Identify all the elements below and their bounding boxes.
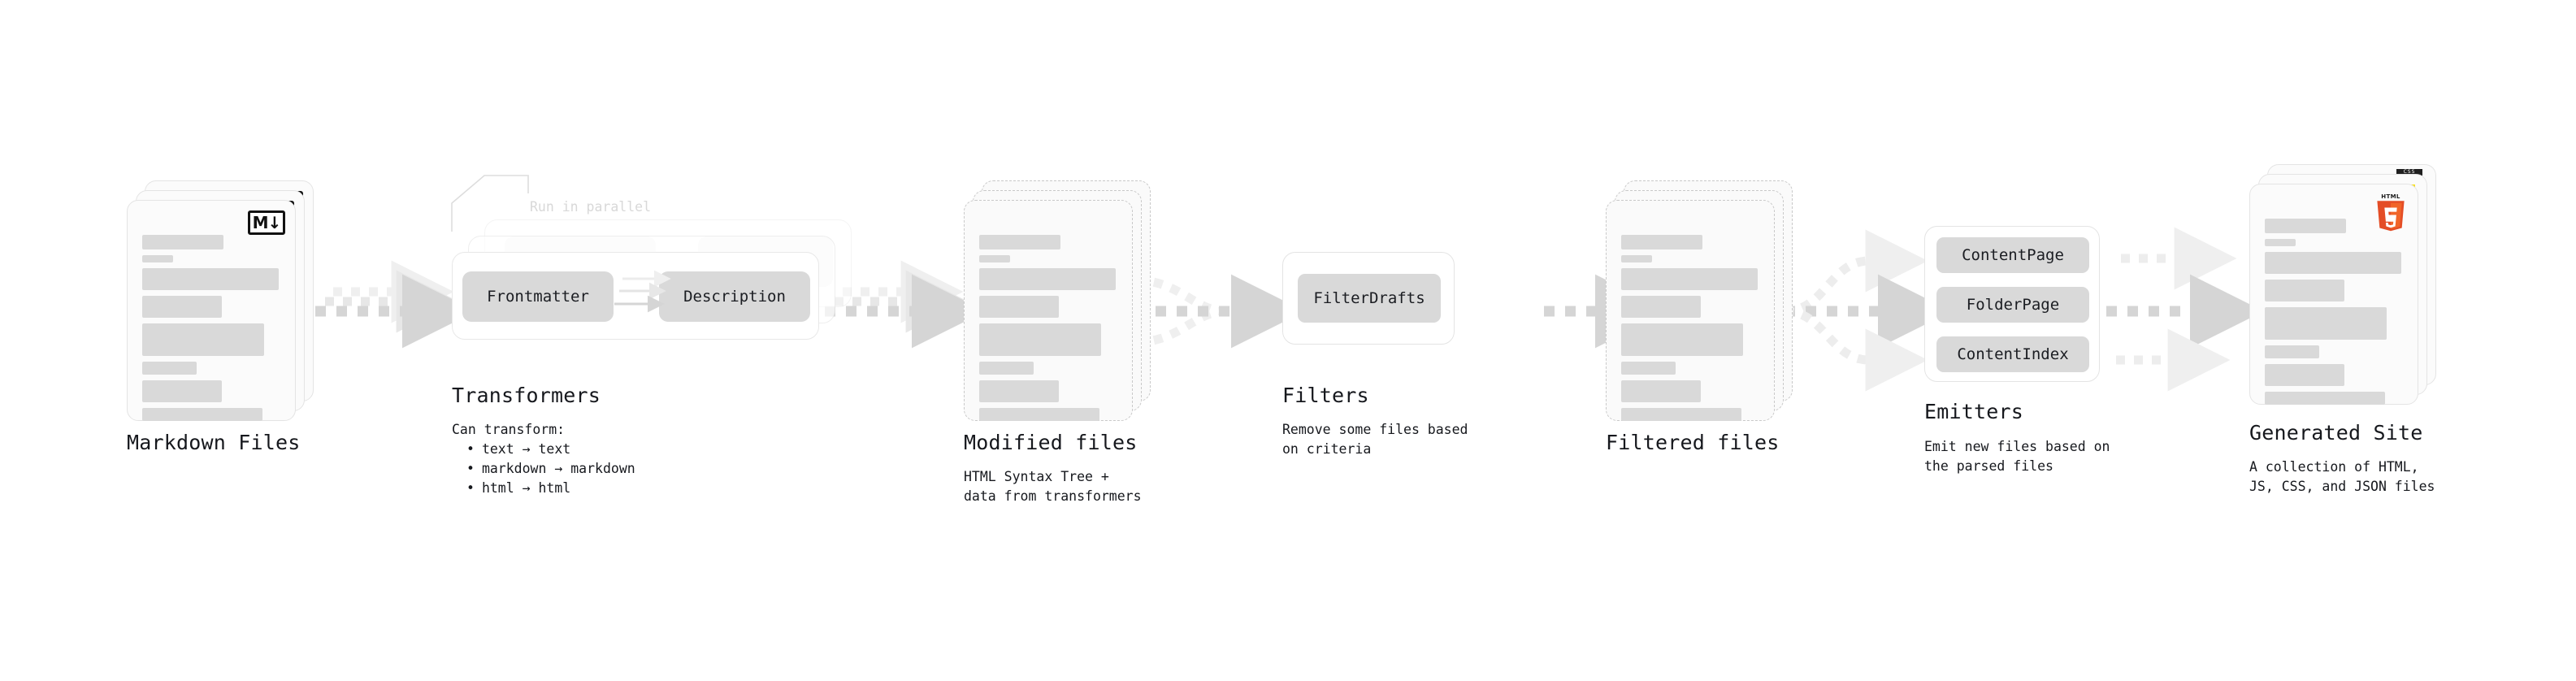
arrow-markdown-to-transformers	[315, 260, 476, 349]
generated-site-stack: CSS HTML	[2249, 164, 2436, 405]
generated-site-subtitle: A collection of HTML, JS, CSS, and JSON …	[2249, 459, 2435, 494]
modified-files-title: Modified files	[964, 431, 1138, 454]
filters-title: Filters	[1282, 384, 1369, 407]
filter-chip-filterdrafts[interactable]: FilterDrafts	[1298, 274, 1441, 323]
stage-transformers: Frontmatter Description	[452, 219, 852, 340]
markdown-sheet-front: M↓	[127, 200, 296, 421]
modified-file-stack	[964, 180, 1151, 421]
arrow-filtered-to-emitters	[1784, 229, 1952, 392]
transformers-bullet: text → text	[466, 440, 635, 459]
transformers-bullet: html → html	[466, 479, 635, 498]
markdown-files-title: Markdown Files	[127, 431, 301, 454]
filtered-files-title: Filtered files	[1606, 431, 1780, 454]
filters-group: FilterDrafts	[1282, 252, 1455, 345]
markdown-badge-front: M↓	[248, 210, 285, 235]
arrow-emitters-to-site	[2106, 227, 2264, 392]
transformer-stack: Frontmatter Description	[452, 219, 852, 340]
transformer-card-front: Frontmatter Description	[452, 252, 819, 340]
emitters-group: ContentPage FolderPage ContentIndex	[1924, 226, 2100, 382]
stage-markdown-files: M↓ M↓ M↓	[127, 180, 314, 421]
html5-badge: HTML	[2374, 193, 2408, 232]
transformer-chip-description[interactable]: Description	[659, 271, 810, 322]
emitters-title: Emitters	[1924, 400, 2024, 423]
emitter-chip-contentindex[interactable]: ContentIndex	[1936, 336, 2089, 372]
run-in-parallel-label: Run in parallel	[530, 199, 652, 215]
transformer-chip-frontmatter[interactable]: Frontmatter	[462, 271, 614, 322]
stage-generated-site: CSS HTML	[2249, 164, 2436, 405]
generated-site-title: Generated Site	[2249, 421, 2423, 445]
markdown-badge-glyph: M↓	[248, 210, 285, 235]
modified-skeleton	[979, 235, 1117, 427]
stage-modified-files	[964, 180, 1151, 421]
modified-sheet-front	[964, 200, 1133, 421]
filtered-file-stack	[1606, 180, 1793, 421]
filtered-sheet-front	[1606, 200, 1775, 421]
markdown-skeleton	[142, 235, 280, 427]
svg-text:HTML: HTML	[2381, 193, 2400, 200]
emitters-subtitle: Emit new files based on the parsed files	[1924, 439, 2110, 474]
html5-icon: HTML	[2377, 193, 2405, 232]
filters-subtitle: Remove some files based on criteria	[1282, 422, 1468, 457]
modified-files-subtitle: HTML Syntax Tree + data from transformer…	[964, 469, 1142, 504]
generated-skeleton	[2265, 219, 2403, 410]
generated-sheet-html: HTML	[2249, 184, 2418, 405]
markdown-file-stack: M↓ M↓ M↓	[127, 180, 314, 421]
stage-filtered-files	[1606, 180, 1793, 421]
transformers-sub-head: Can transform:	[452, 422, 566, 437]
emitter-chip-folderpage[interactable]: FolderPage	[1936, 287, 2089, 323]
emitter-chip-contentpage[interactable]: ContentPage	[1936, 237, 2089, 273]
transformers-bullet-list: text → text markdown → markdown html → h…	[466, 440, 635, 498]
filtered-skeleton	[1621, 235, 1759, 427]
transformers-bullet: markdown → markdown	[466, 459, 635, 479]
transformers-title: Transformers	[452, 384, 601, 407]
